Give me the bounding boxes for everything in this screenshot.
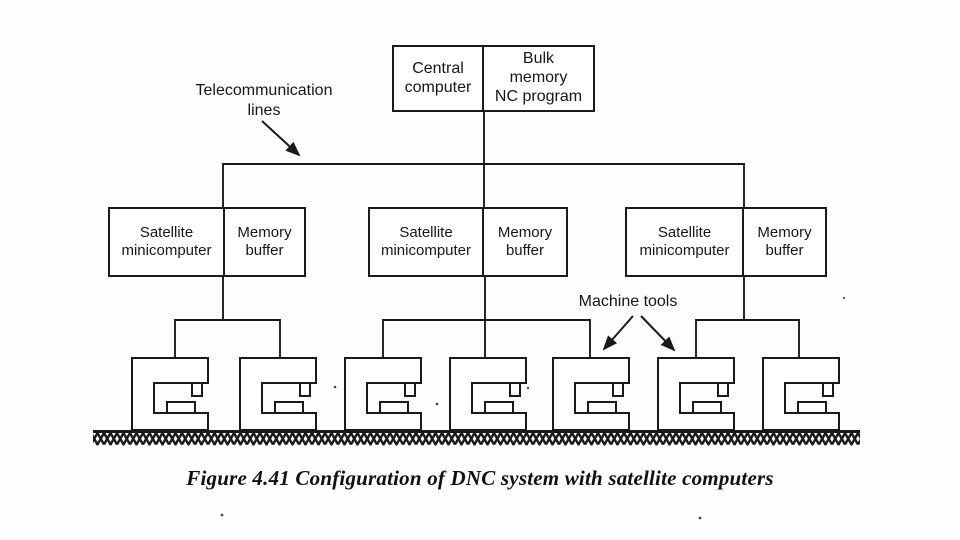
annotation-arrows <box>261 120 676 352</box>
central-computer-cell: Central computer <box>394 47 484 110</box>
satellite-minicomputer-cell: Satellite minicomputer <box>110 209 225 275</box>
machine-tool-icon <box>239 357 317 431</box>
machine-tool-icon <box>344 357 422 431</box>
satellite-minicomputer-cell: Satellite minicomputer <box>627 209 744 275</box>
machine-branch-lines <box>174 277 800 359</box>
satellite-box-1: Satellite minicomputer Memory buffer <box>108 207 306 277</box>
telecommunication-lines-label: Telecommunication lines <box>195 82 333 119</box>
machine-tool-icon <box>449 357 527 431</box>
machine-tool-icon <box>131 357 209 431</box>
memory-buffer-cell: Memory buffer <box>237 224 292 259</box>
bulk-memory-cell: Bulk memory NC program <box>494 50 583 105</box>
central-computer-box: Central computer Bulk memory NC program <box>392 45 595 112</box>
satellite-box-2: Satellite minicomputer Memory buffer <box>368 207 568 277</box>
machine-tools-arrow-left <box>602 315 634 351</box>
memory-buffer-cell: Memory buffer <box>497 224 553 259</box>
figure-caption: Figure 4.41 Configuration of DNC system … <box>186 466 774 490</box>
machine-tool-icon <box>552 357 630 431</box>
ground-hatch <box>93 430 860 446</box>
machine-tools-arrow-right <box>640 315 676 352</box>
machine-tools-row <box>131 357 840 431</box>
memory-buffer-cell: Memory buffer <box>757 224 812 259</box>
scan-specks <box>220 296 846 520</box>
telecom-bus-lines <box>222 112 745 207</box>
telecom-arrow <box>261 120 301 157</box>
machine-tools-label: Machine tools <box>578 293 678 310</box>
machine-tool-icon <box>657 357 735 431</box>
satellite-minicomputer-cell: Satellite minicomputer <box>370 209 484 275</box>
machine-tool-icon <box>762 357 840 431</box>
satellite-box-3: Satellite minicomputer Memory buffer <box>625 207 827 277</box>
